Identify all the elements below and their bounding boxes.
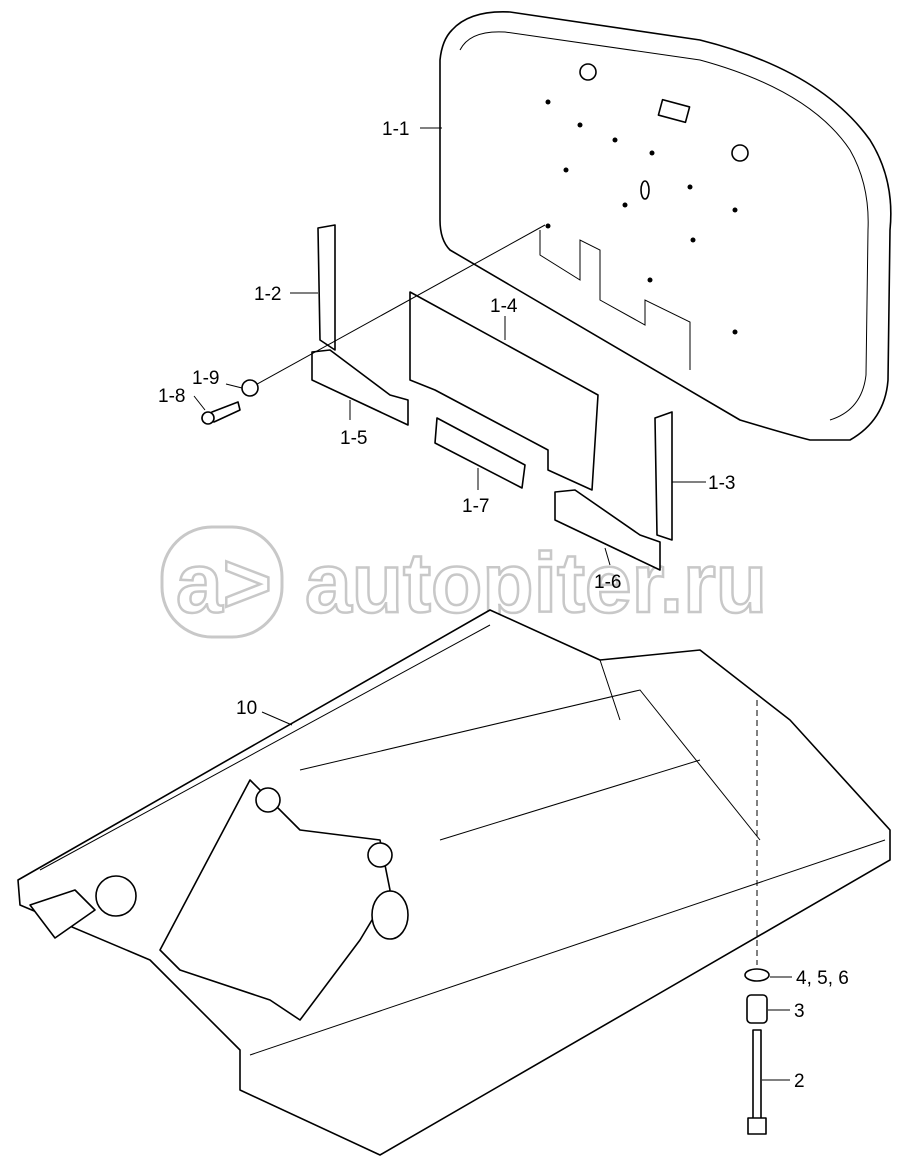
shim-part <box>434 417 526 489</box>
label-2: 2 <box>794 1071 805 1092</box>
upper-frame-part <box>17 609 891 1156</box>
plate-right-part <box>654 411 673 541</box>
washer-set-part <box>744 968 770 982</box>
label-1-7: 1-7 <box>462 496 489 517</box>
plate-left-part <box>317 224 336 351</box>
label-1-9: 1-9 <box>192 368 219 389</box>
label-4-5-6: 4, 5, 6 <box>796 968 849 989</box>
label-1-8: 1-8 <box>158 386 185 407</box>
label-1-2: 1-2 <box>254 284 281 305</box>
svg-text:a>: a> <box>176 536 272 630</box>
spacer-part <box>746 994 768 1024</box>
center-plate-part <box>409 291 599 491</box>
svg-text:autopiter.ru: autopiter.ru <box>305 536 767 630</box>
label-1-3: 1-3 <box>708 473 735 494</box>
bolt-part <box>201 401 241 425</box>
watermark: a> autopiter.ru <box>160 525 768 639</box>
label-1-1: 1-1 <box>382 119 409 140</box>
label-1-6: 1-6 <box>594 572 621 593</box>
bracket-left-part <box>311 349 409 426</box>
label-10: 10 <box>236 698 257 719</box>
bracket-right-part <box>554 489 661 571</box>
label-3: 3 <box>794 1001 805 1022</box>
label-1-4: 1-4 <box>490 296 518 317</box>
frame-bolt-part <box>747 1029 767 1135</box>
washer-part <box>241 379 259 397</box>
label-1-5: 1-5 <box>340 428 367 449</box>
counterweight-part <box>439 11 892 441</box>
